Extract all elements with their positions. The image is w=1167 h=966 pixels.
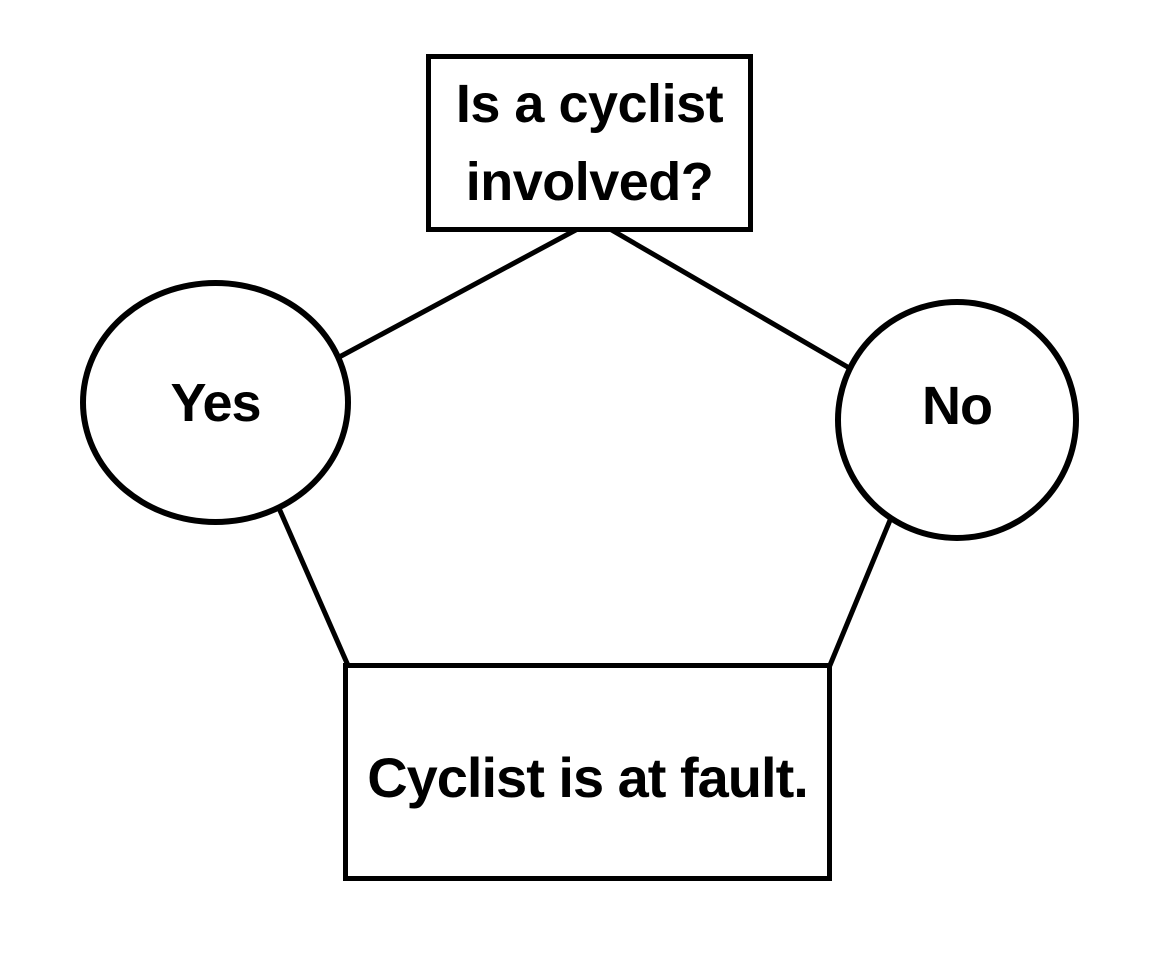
outcome-label: Cyclist is at fault. — [367, 745, 809, 809]
node-question: Is a cyclist involved? — [426, 54, 753, 232]
question-label-line-1: Is a cyclist — [455, 74, 724, 134]
question-label: Is a cyclist involved? — [455, 65, 724, 221]
edge-yes-to-outcome — [275, 504, 353, 672]
node-outcome: Cyclist is at fault. — [343, 663, 832, 881]
node-yes: Yes — [80, 280, 351, 525]
no-label: No — [922, 376, 993, 436]
node-no: No — [835, 299, 1079, 541]
edge-question-to-yes — [328, 222, 587, 365]
yes-label: Yes — [170, 372, 261, 433]
question-label-line-2: involved? — [465, 152, 714, 212]
edge-no-to-outcome — [825, 512, 896, 671]
edge-question-to-no — [601, 222, 853, 372]
